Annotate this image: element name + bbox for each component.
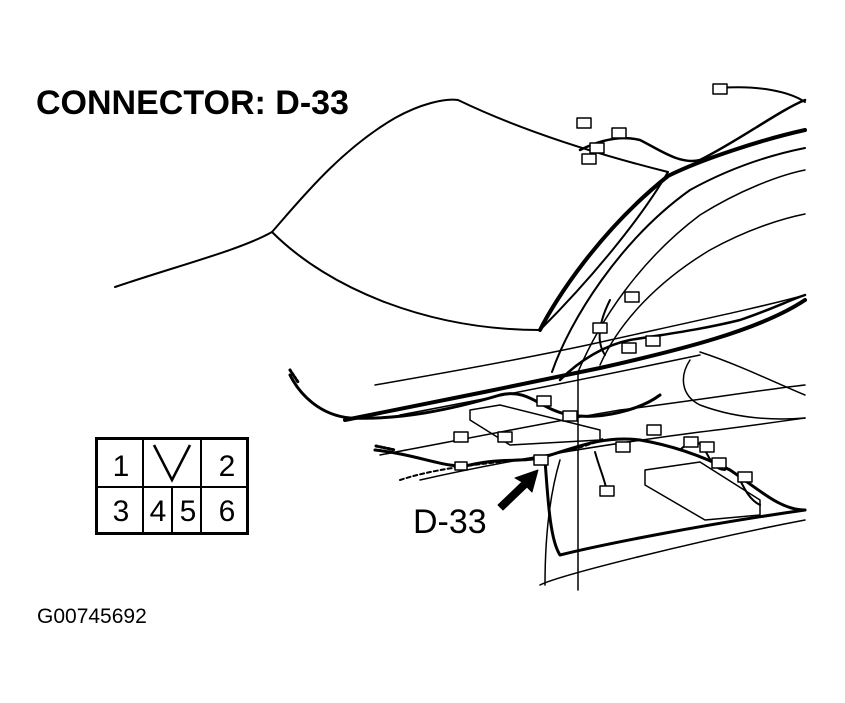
floor-rail [379, 384, 806, 456]
door-curve [544, 459, 561, 586]
a-pillar-outer [538, 128, 807, 332]
dash-top-rail [343, 298, 807, 422]
connector-box [589, 142, 605, 154]
a-pillar-inner [551, 147, 806, 373]
door-frame-line-2 [599, 213, 806, 366]
harness-a-pillar [558, 293, 807, 382]
pin-2-label: 2 [218, 450, 236, 483]
pin-3-label: 3 [112, 495, 130, 528]
connector-box [454, 461, 468, 471]
pin-1-label: 1 [112, 450, 130, 483]
connector-grid-lines [98, 440, 246, 532]
connector-box [737, 471, 753, 483]
key-notch-icon [152, 444, 192, 483]
door-lower-edge [539, 519, 806, 586]
connector-box [645, 335, 661, 347]
dash-rail-3 [399, 354, 701, 416]
harness-main [288, 373, 662, 420]
connector-box [712, 83, 728, 95]
pin-5-label: 5 [179, 495, 197, 528]
harness-front-left [288, 368, 300, 384]
dash-panel-curve-2 [699, 351, 806, 396]
console-box-2 [644, 461, 761, 521]
dash-panel-curve [682, 359, 806, 420]
connector-box [533, 454, 549, 466]
connector-box [599, 485, 615, 497]
pin-6-label: 6 [218, 495, 236, 528]
connector-box [581, 153, 597, 165]
harness-door [543, 458, 807, 557]
figure-code: G00745692 [37, 605, 147, 628]
windshield-lower-edge [271, 231, 541, 331]
connector-box [646, 424, 662, 436]
connector-box [683, 436, 699, 448]
connector-box [576, 117, 592, 129]
callout-arrow [497, 469, 539, 511]
connector-box [711, 457, 727, 469]
diagram-title: CONNECTOR: D-33 [36, 84, 349, 122]
connector-box [562, 410, 578, 422]
connector-box [453, 431, 469, 443]
floor-rail-2 [419, 417, 806, 481]
harness-front-left-2 [374, 444, 397, 452]
windshield-side-edge [539, 171, 669, 331]
connector-box [699, 441, 715, 453]
callout-label: D-33 [413, 503, 487, 541]
connector-box [536, 395, 552, 407]
connector-box [624, 291, 640, 303]
dash-rail-2 [374, 294, 806, 386]
connector-face-view: 1 2 3 4 5 6 [95, 437, 249, 535]
connector-box [592, 322, 608, 334]
connector-box [621, 342, 637, 354]
windshield-outline [114, 98, 669, 288]
harness-lower-2 [399, 437, 606, 481]
pin-4-label: 4 [149, 495, 167, 528]
connector-box [615, 441, 631, 453]
connector-box [497, 431, 513, 443]
harness-roof-2 [719, 86, 806, 103]
connector-box [611, 127, 627, 139]
